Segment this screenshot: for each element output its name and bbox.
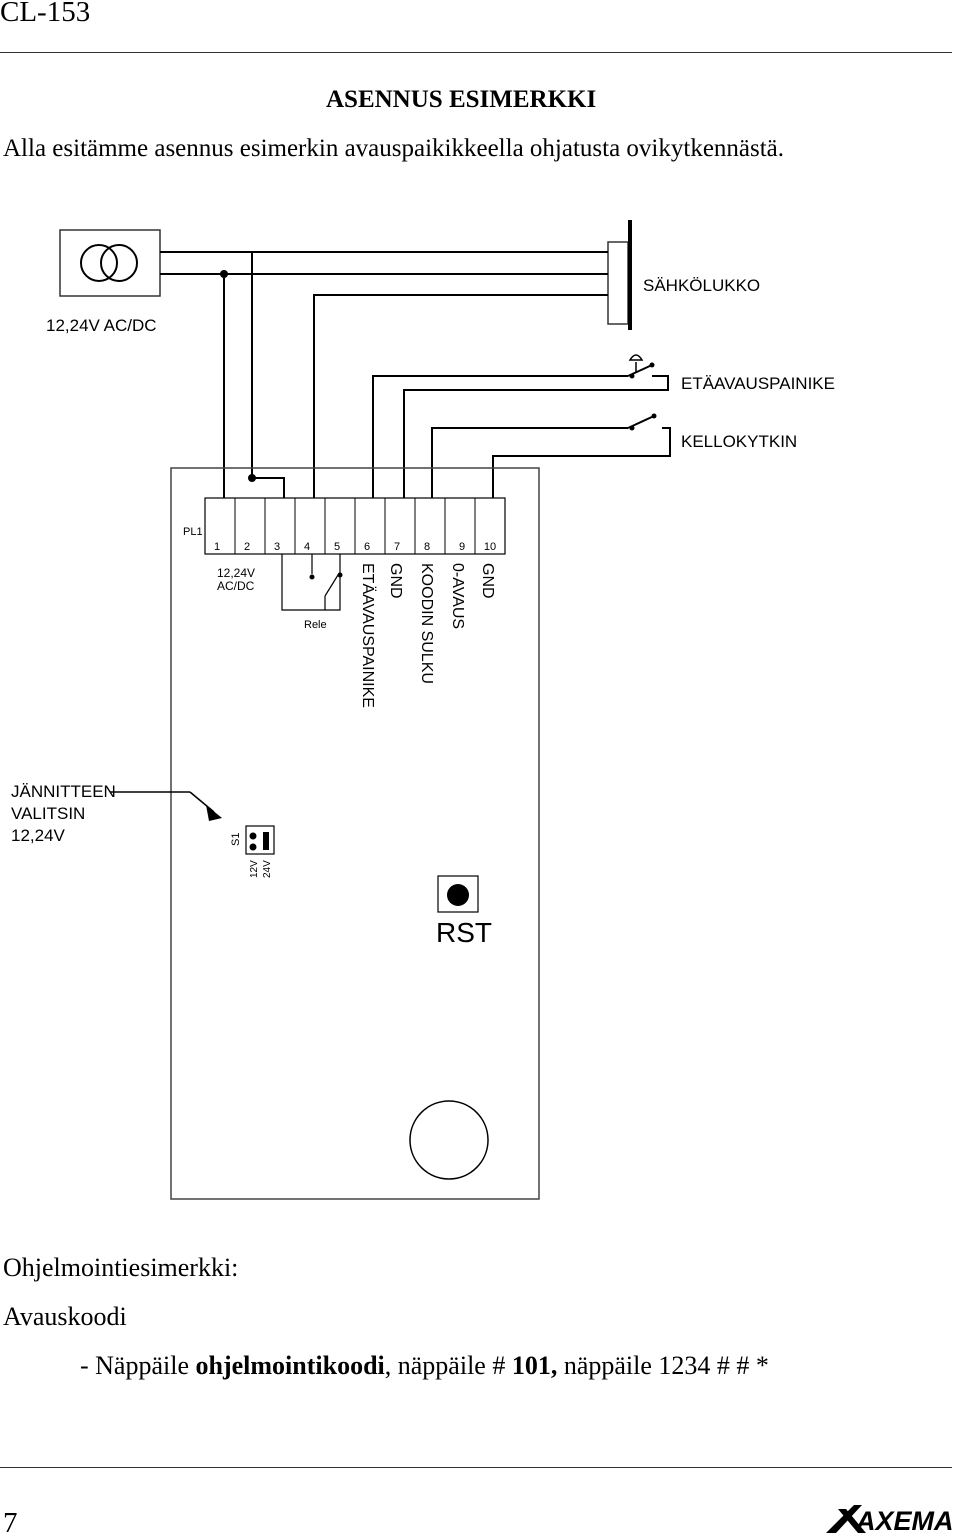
relay-label: Rele xyxy=(304,619,327,631)
transformer-coil-left xyxy=(80,244,118,282)
wire-junction xyxy=(248,474,256,482)
programming-step: - Näppäile ohjelmointikoodi, näppäile # … xyxy=(80,1351,769,1381)
wire-terminal-6 xyxy=(372,375,628,498)
header-divider xyxy=(0,52,952,53)
terminal-number: 4 xyxy=(304,541,310,553)
logo-text: AXEMA xyxy=(855,1506,954,1535)
terminal-number: 10 xyxy=(484,541,496,553)
power-supply-box xyxy=(59,229,161,297)
programming-subtitle: Avauskoodi xyxy=(3,1302,127,1331)
wire-terminal-7 xyxy=(403,389,628,498)
reset-button-frame xyxy=(437,875,479,913)
wire-terminal-8 xyxy=(431,427,628,498)
terminal-function-label: GND xyxy=(387,563,404,599)
push-button-icon xyxy=(628,354,644,361)
axema-logo: AXEMA xyxy=(826,1505,954,1535)
terminal-number: 5 xyxy=(334,541,340,553)
lock-label: SÄHKÖLUKKO xyxy=(643,276,760,295)
step-end: näppäile 1234 # # * xyxy=(557,1351,769,1380)
option-24v-label: 24V xyxy=(262,860,273,878)
transformer-coil-right xyxy=(100,244,138,282)
terminal-number: 6 xyxy=(364,541,370,553)
voltage-selector-label: VALITSIN xyxy=(11,804,85,823)
supply-terminal-label: AC/DC xyxy=(217,579,255,593)
intro-text: Alla esitämme asennus esimerkin avauspai… xyxy=(3,135,785,162)
connector-label: PL1 xyxy=(183,526,203,538)
wire-junction xyxy=(220,270,228,278)
terminal-number: 7 xyxy=(394,541,400,553)
relay-contact xyxy=(324,574,339,597)
option-12v-label: 12V xyxy=(249,860,260,878)
terminal-function-label: GND xyxy=(479,563,496,599)
wire-terminal-4 xyxy=(313,294,608,498)
page-number: 7 xyxy=(3,1507,18,1539)
terminal-function-label: 0-AVAUS xyxy=(449,563,466,629)
terminal-function-label: KOODIN SULKU xyxy=(418,563,435,684)
buzzer-icon xyxy=(409,1100,489,1180)
voltage-selector-label: JÄNNITTEEN xyxy=(11,782,116,801)
pointer-arrow xyxy=(206,805,222,821)
step-code: 101, xyxy=(511,1351,558,1380)
terminal-number: 9 xyxy=(459,541,465,553)
step-prefix: - Näppäile xyxy=(80,1351,196,1380)
bell-switch-label: KELLOKYTKIN xyxy=(681,432,797,451)
terminal-function-label: ETÄAVAUSPAINIKE xyxy=(359,563,377,708)
voltage-jumper xyxy=(245,825,275,855)
relay-circuit xyxy=(281,554,341,611)
remote-button-return xyxy=(628,375,669,391)
controller-board xyxy=(170,467,540,1200)
voltage-selector-label: 12,24V xyxy=(11,826,66,845)
terminal-number: 1 xyxy=(214,541,220,553)
wire-terminal-3 xyxy=(251,252,285,498)
reset-button xyxy=(447,884,469,906)
document-code: CL-153 xyxy=(0,0,91,28)
remote-button-label: ETÄAVAUSPAINIKE xyxy=(681,374,835,393)
step-mid: , näppäile # xyxy=(384,1351,512,1380)
programming-title: Ohjelmointiesimerkki: xyxy=(3,1253,239,1282)
lock-body xyxy=(607,241,629,325)
footer-divider xyxy=(0,1467,952,1468)
supply-terminal-label: 12,24V xyxy=(217,566,255,580)
wiring-diagram: 12,24V AC/DC SÄHKÖLUKKO ETÄAVAUSPAINIKE … xyxy=(11,220,835,1200)
terminal-number: 8 xyxy=(424,541,430,553)
section-heading: ASENNUS ESIMERKKI xyxy=(326,86,597,113)
terminal-number: 2 xyxy=(244,541,250,553)
reset-label: RST xyxy=(436,917,492,948)
wire-terminal-10 xyxy=(492,427,671,498)
terminal-number: 3 xyxy=(274,541,280,553)
step-keyword: ohjelmointikoodi xyxy=(195,1351,385,1380)
power-supply-label: 12,24V AC/DC xyxy=(46,316,157,335)
switch-label: S1 xyxy=(230,833,242,846)
